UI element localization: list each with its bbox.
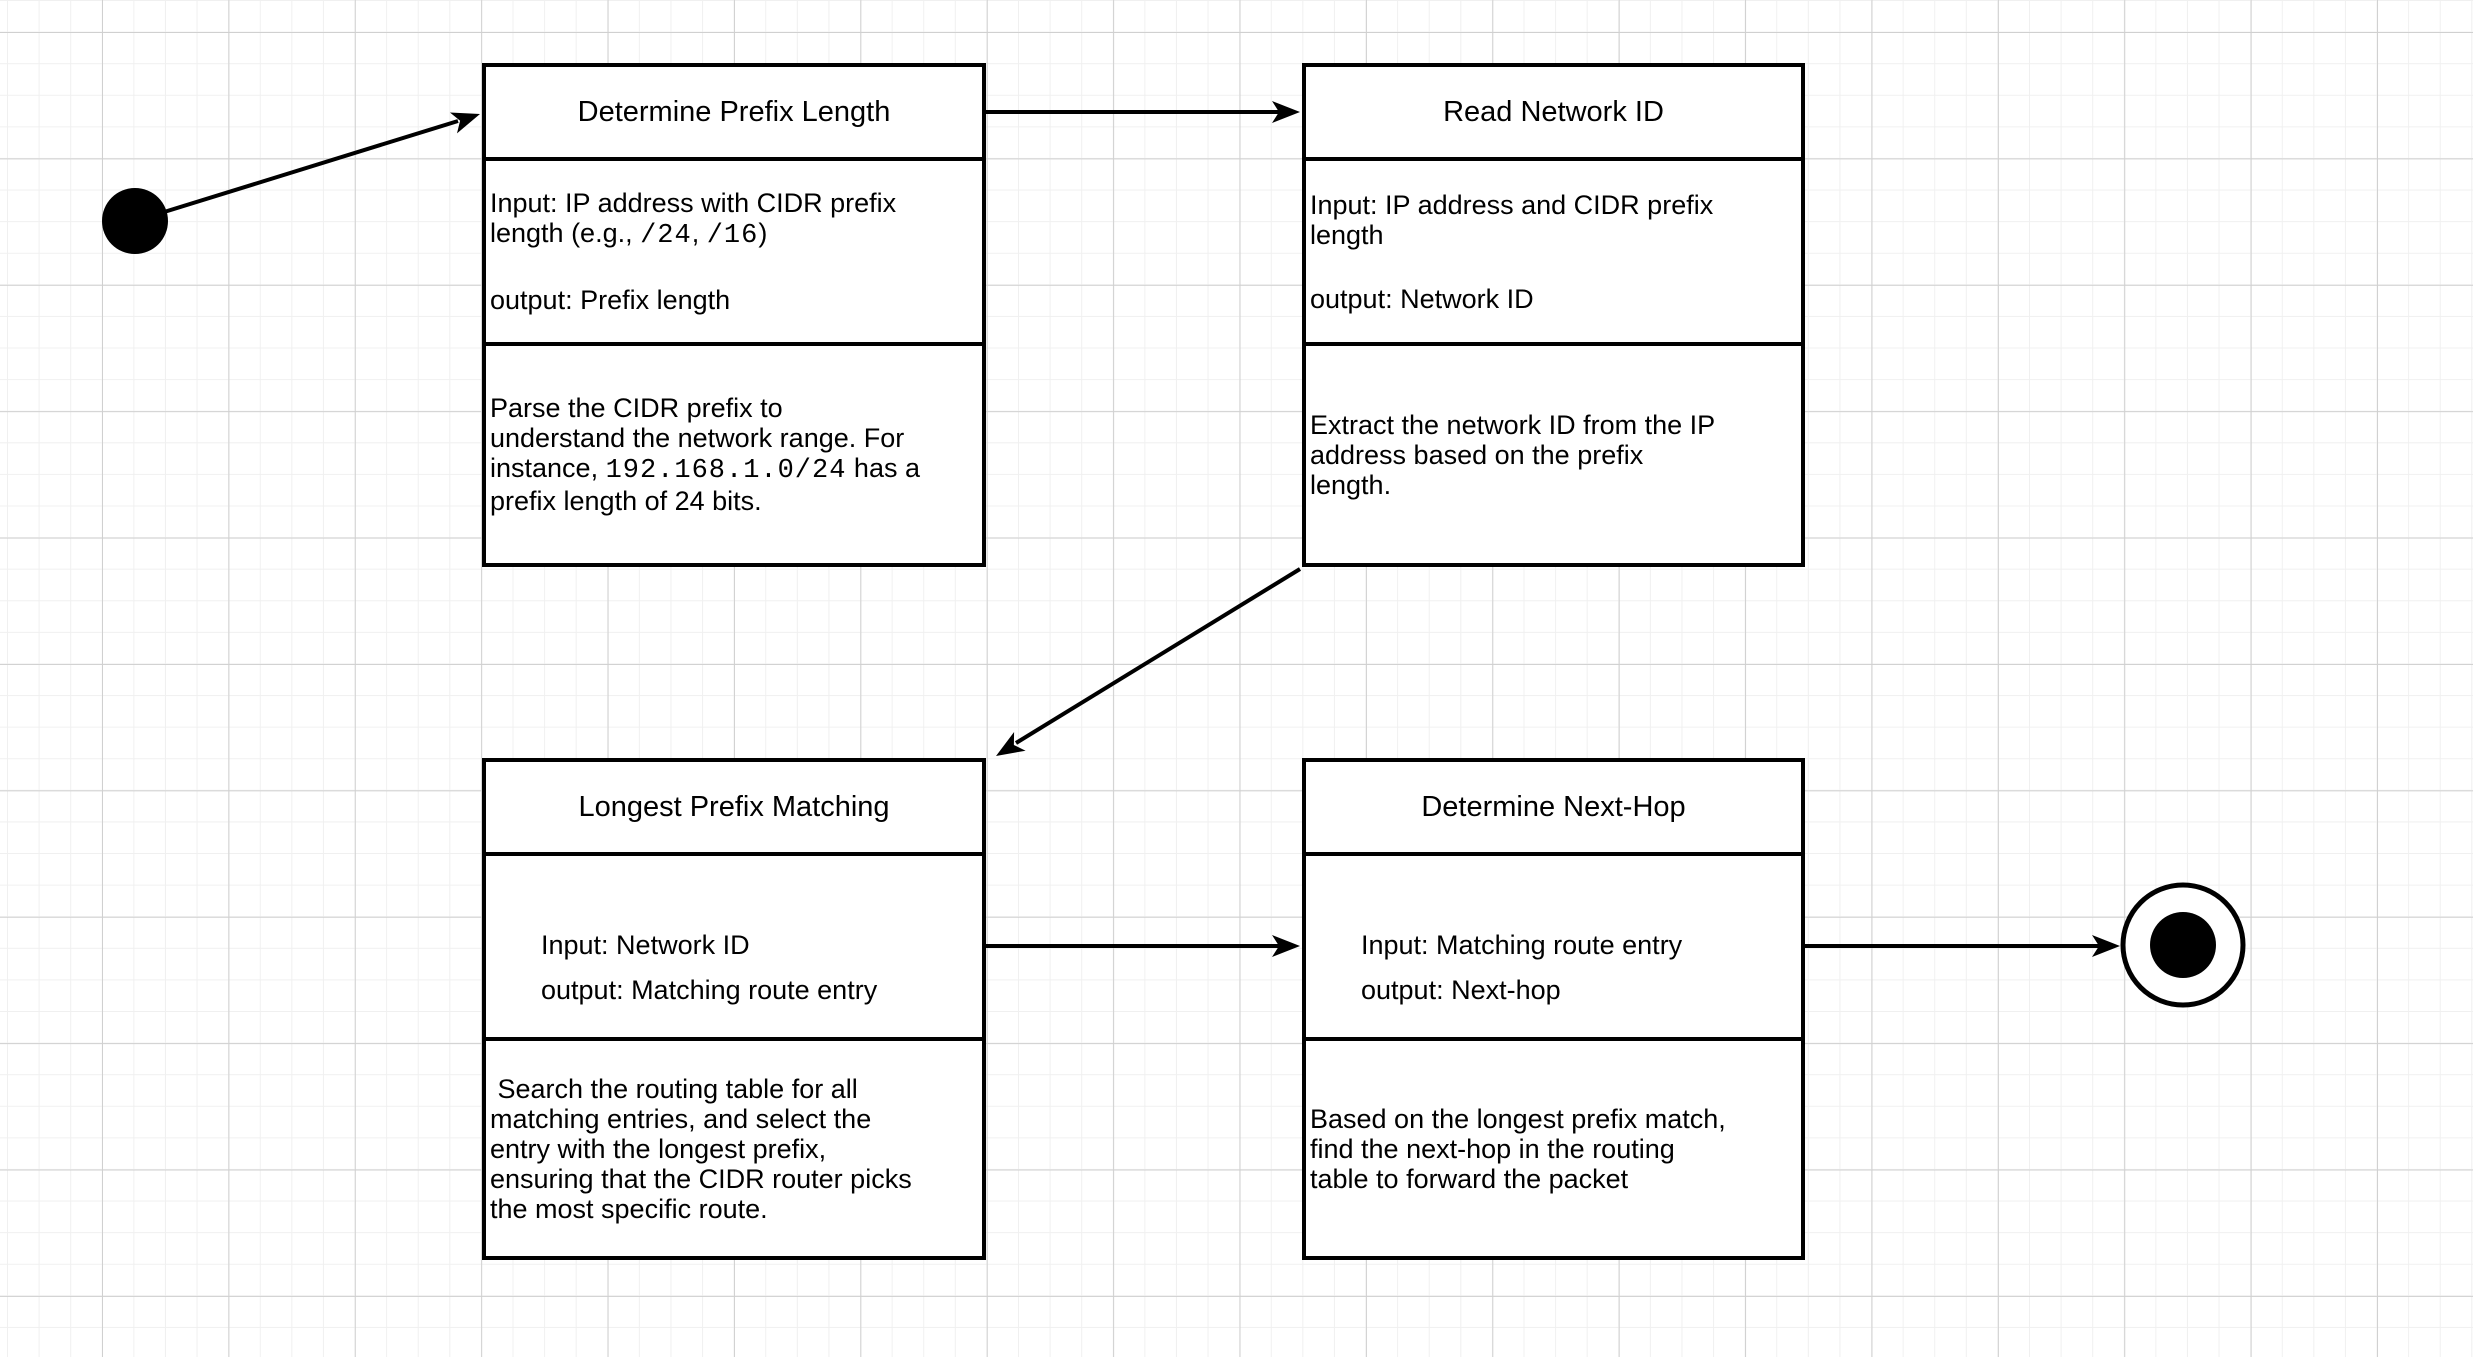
edge-next-hop-to-end[interactable]	[1805, 935, 2120, 957]
box-io: Input: IP address and CIDR prefix length…	[1306, 161, 1801, 346]
edge-longest-prefix-matching-to-next-hop[interactable]	[986, 935, 1300, 957]
box-description: Extract the network ID from the IP addre…	[1310, 409, 1716, 500]
box-io: Input: IP address with CIDR prefix lengt…	[486, 161, 982, 346]
box-description: Search the routing table for all matchin…	[490, 1073, 912, 1224]
box-description: Based on the longest prefix match, find …	[1310, 1103, 1726, 1194]
activity-box-longest-prefix-matching[interactable]: Longest Prefix Matching Input: Network I…	[482, 758, 986, 1260]
box-title: Longest Prefix Matching	[486, 762, 982, 856]
box-description: Parse the CIDR prefix to understand the …	[490, 393, 920, 516]
activity-box-determine-next-hop[interactable]: Determine Next-Hop Input: Matching route…	[1302, 758, 1805, 1260]
box-title: Read Network ID	[1306, 67, 1801, 161]
activity-box-read-network-id[interactable]: Read Network ID Input: IP address and CI…	[1302, 63, 1805, 567]
edge-read-network-id-to-longest-prefix-matching[interactable]	[990, 567, 1302, 765]
box-title: Determine Prefix Length	[486, 67, 982, 161]
box-title: Determine Next-Hop	[1306, 762, 1801, 856]
activity-box-determine-prefix-length[interactable]: Determine Prefix Length Input: IP addres…	[482, 63, 986, 567]
edge-prefix-length-to-read-network-id[interactable]	[986, 101, 1300, 123]
end-node[interactable]	[2120, 882, 2246, 1008]
edge-start-to-determine-prefix-length[interactable]	[134, 104, 484, 223]
